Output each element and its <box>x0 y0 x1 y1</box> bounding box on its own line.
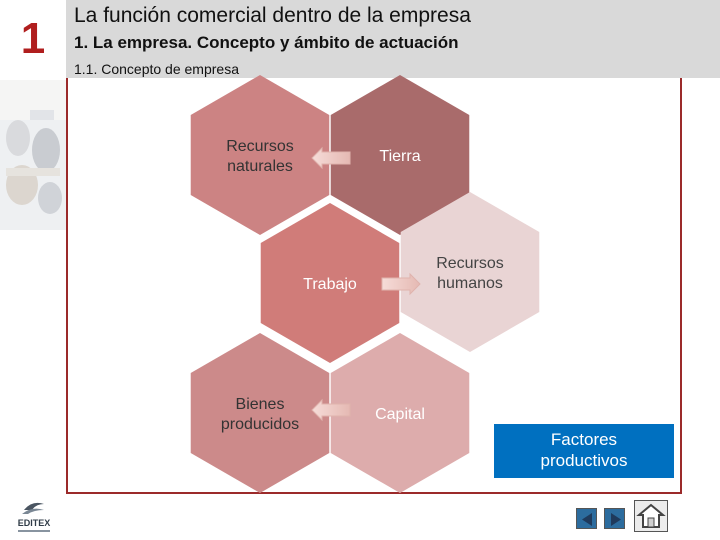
hex-trabajo: Trabajo <box>261 203 400 363</box>
home-icon <box>635 501 667 531</box>
hex-recursos-naturales-shape <box>191 75 330 235</box>
hex-label-humanos: humanos <box>437 275 503 292</box>
hex-label-capital: Capital <box>375 406 425 423</box>
hex-bienes-producidos: Bienes producidos <box>191 333 330 493</box>
hex-label-recursos: Recursos <box>436 255 504 272</box>
hex-label-tierra: Tierra <box>379 148 420 165</box>
hex-label-bienes: Bienes <box>236 396 285 413</box>
hex-label-recursos: Recursos <box>226 138 294 155</box>
hex-recursos-naturales: Recursos naturales <box>191 75 330 235</box>
hex-bienes-producidos-shape <box>191 333 330 493</box>
arrow-left-icon <box>577 509 598 530</box>
factores-productivos-callout: Factores productivos <box>494 424 674 478</box>
hex-label-naturales: naturales <box>227 158 293 175</box>
callout-line-2: productivos <box>494 450 674 471</box>
home-button[interactable] <box>634 500 668 532</box>
arrow-right-icon <box>605 509 626 530</box>
hex-label-trabajo: Trabajo <box>303 276 357 293</box>
hex-capital: Capital <box>331 333 470 493</box>
callout-line-1: Factores <box>494 429 674 450</box>
next-button[interactable] <box>604 508 625 529</box>
hex-label-producidos: producidos <box>221 416 299 433</box>
previous-button[interactable] <box>576 508 597 529</box>
